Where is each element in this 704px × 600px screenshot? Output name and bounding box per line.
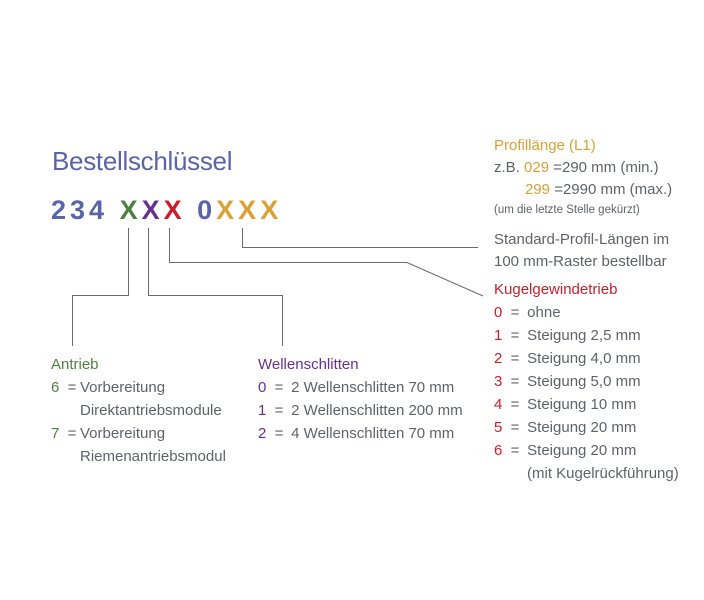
min-value: 290 mm (min.) [561,159,659,176]
option-eq: = [67,379,77,396]
profillaenge-connector [242,228,478,248]
option-eq: = [510,373,520,390]
option-eq: = [510,327,520,344]
ws-option-2: 2 = 4 Wellenschlitten 70 mm [258,422,463,445]
antrieb-option-7: 7 =Vorbereitung [51,422,226,445]
kugelgewindetrieb-connector [169,228,484,297]
standard-line-2: 100 mm-Raster bestellbar [494,253,667,270]
option-code: 3 [494,373,503,390]
code-x-kugelgewindetrieb: X [163,195,186,225]
option-eq: = [274,379,284,396]
example-prefix: z.B. [494,159,520,176]
option-code: 4 [494,396,503,413]
order-code: 234 XXX 0XXX [51,195,282,226]
option-code: 0 [258,379,267,396]
option-label: Vorbereitung [80,425,166,442]
option-label: Steigung 20 mm [527,419,637,436]
profillaenge-note: (um die letzte Stelle gekürzt) [494,204,640,216]
kgt-option-4: 4 = Steigung 10 mm [494,393,679,416]
kugelgewindetrieb-options: 0 = ohne 1 = Steigung 2,5 mm 2 = Steigung 4… [494,301,679,485]
ws-option-1: 1 = 2 Wellenschlitten 200 mm [258,399,463,422]
option-code: 7 [51,425,60,442]
profillaenge-heading: Profillänge (L1) [494,137,596,154]
wellenschlitten-block: Wellenschlitten 0 = 2 Wellenschlitten 70 … [258,354,463,445]
option-label: Steigung 20 mm [527,442,637,459]
option-eq: = [510,304,520,321]
wellenschlitten-heading: Wellenschlitten [258,356,359,373]
standard-line-1: Standard-Profil-Längen im [494,231,670,248]
wellenschlitten-options: 0 = 2 Wellenschlitten 70 mm 1 = 2 Wellensc… [258,376,463,445]
code-zero: 0 [197,195,217,225]
standard-block: Standard-Profil-Längen im 100 mm-Raster … [494,229,669,273]
option-eq: = [510,442,520,459]
kgt-option-6: 6 = Steigung 20 mm [494,439,679,462]
option-label: Steigung 2,5 mm [527,327,641,344]
kugelgewindetrieb-block: Kugelgewindetrieb 0 = ohne 1 = Steigung 2,… [494,279,679,485]
option-code: 2 [494,350,503,367]
option-label: 2 Wellenschlitten 200 mm [291,402,463,419]
option-code: 6 [494,442,503,459]
option-eq: = [67,425,77,442]
option-label: Steigung 5,0 mm [527,373,641,390]
option-label: Steigung 10 mm [527,396,637,413]
kgt-option-0: 0 = ohne [494,301,679,324]
page-title: Bestellschlüssel [52,146,233,176]
code-x-profillaenge: XXX [216,195,283,225]
profillaenge-block: Profillänge (L1) z.B. 029 =290 mm (min.)… [494,135,672,219]
ws-option-0: 0 = 2 Wellenschlitten 70 mm [258,376,463,399]
code-prefix: 234 [51,195,109,225]
option-label: ohne [527,304,561,321]
kgt-option-5: 5 = Steigung 20 mm [494,416,679,439]
option-eq: = [510,396,520,413]
antrieb-option-6-cont: Direktantriebsmodule [80,402,222,419]
option-code: 1 [494,327,503,344]
option-eq: = [510,419,520,436]
min-code: 029 [524,159,550,176]
option-code: 5 [494,419,503,436]
antrieb-options: 6=Vorbereitung Direktantriebsmodule 7=Vo… [51,376,226,468]
max-value: 2990 mm (max.) [562,181,673,198]
option-label: Vorbereitung [80,379,166,396]
option-eq: = [510,350,520,367]
wellenschlitten-connector [148,228,283,346]
option-code: 2 [258,425,267,442]
option-eq: = [274,425,284,442]
option-code: 6 [51,379,60,396]
antrieb-block: Antrieb 6=Vorbereitung Direktantriebsmod… [51,354,226,468]
kgt-option-1: 1 = Steigung 2,5 mm [494,324,679,347]
kgt-option-2: 2 = Steigung 4,0 mm [494,347,679,370]
kgt-option-3: 3 = Steigung 5,0 mm [494,370,679,393]
antrieb-connector [72,228,129,346]
code-x-antrieb: X [119,195,142,225]
antrieb-heading: Antrieb [51,356,99,373]
antrieb-option-7-cont: Riemenantriebsmodul [80,448,226,465]
max-code: 299 [525,181,551,198]
option-eq: = [274,402,284,419]
option-label: 4 Wellenschlitten 70 mm [291,425,455,442]
max-eq: = [554,181,563,198]
profillaenge-min: z.B. 029 =290 mm (min.) [494,157,672,179]
option-label: Steigung 4,0 mm [527,350,641,367]
min-eq: = [553,159,562,176]
profillaenge-max: 299 =2990 mm (max.) [494,179,672,201]
option-code: 1 [258,402,267,419]
antrieb-option-6: 6 =Vorbereitung [51,376,226,399]
code-x-wellenschlitten: X [141,195,164,225]
option-code: 0 [494,304,503,321]
kgt-option-6-cont: (mit Kugelrückführung) [527,465,679,482]
option-label: 2 Wellenschlitten 70 mm [291,379,455,396]
kugelgewindetrieb-heading: Kugelgewindetrieb [494,281,618,298]
